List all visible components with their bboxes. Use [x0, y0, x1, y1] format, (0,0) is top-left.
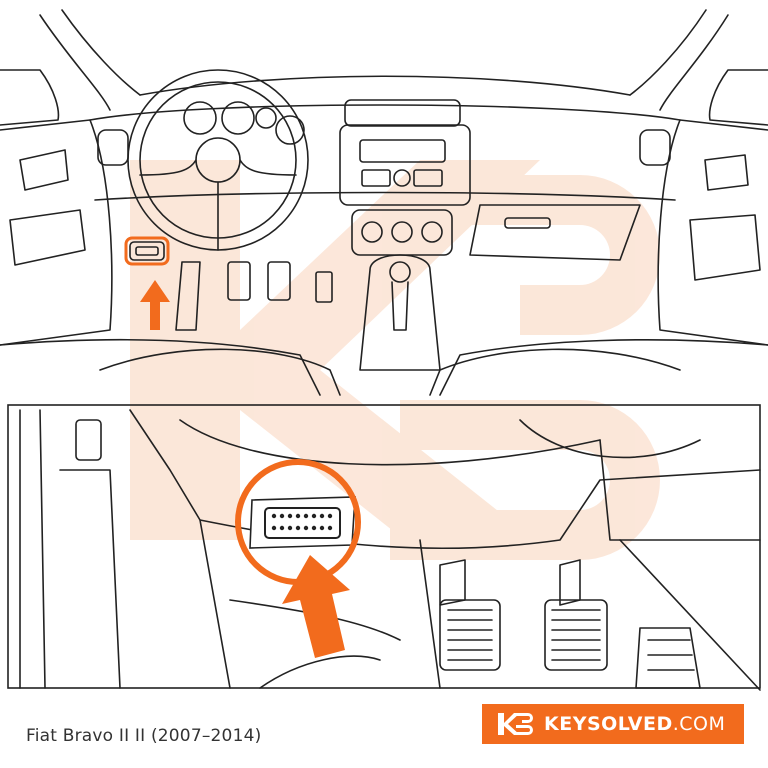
obd-highlight	[235, 459, 361, 658]
brand-tld: .COM	[672, 713, 726, 735]
obd-arrow-small	[124, 236, 170, 330]
obd-port	[249, 496, 356, 549]
vehicle-caption: Fiat Bravo II II (2007–2014)	[26, 726, 262, 746]
brand-banner: KEYSOLVED.COM	[482, 704, 744, 744]
detail-panel-frame	[7, 404, 761, 689]
dashboard-detail	[19, 409, 761, 691]
brand-name: KEYSOLVED	[544, 713, 673, 735]
watermark-logo	[130, 160, 660, 560]
keysolved-logo-icon	[498, 713, 533, 735]
dashboard-overview	[0, 9, 768, 396]
